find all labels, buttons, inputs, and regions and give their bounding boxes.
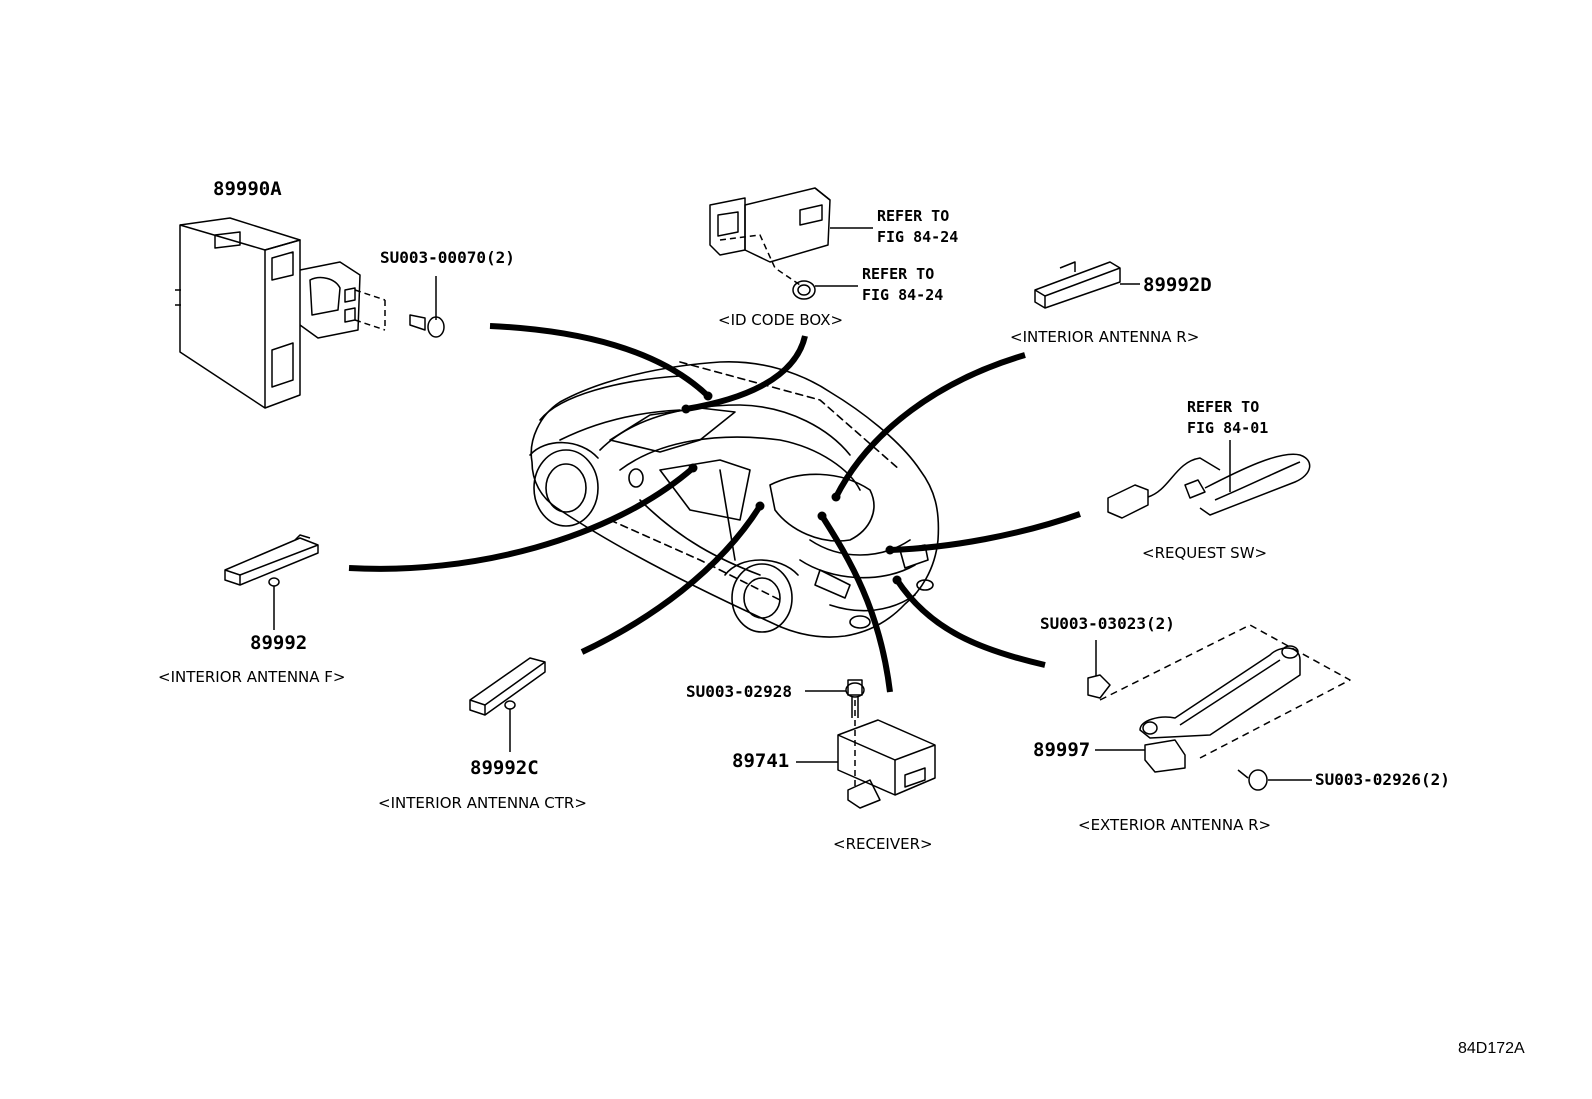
- refer-line-2: FIG 84-24: [877, 228, 959, 246]
- caption-interior-antenna-r: <INTERIOR ANTENNA R>: [1010, 328, 1200, 346]
- exterior-antenna-r-drawing: [1087, 624, 1351, 791]
- part-number-89741: 89741: [732, 750, 790, 772]
- id-code-box-drawing: [709, 187, 873, 300]
- caption-exterior-antenna-r: <EXTERIOR ANTENNA R>: [1078, 816, 1272, 834]
- nut-part-number-exterior-antenna: SU003-03023(2): [1040, 614, 1175, 633]
- receiver-drawing: [796, 679, 936, 809]
- bolt-part-number-ecu: SU003-00070(2): [380, 248, 515, 267]
- interior-antenna-f-drawing: [224, 534, 319, 630]
- bolt-part-number-receiver: SU003-02928: [686, 682, 792, 701]
- caption-interior-antenna-ctr: <INTERIOR ANTENNA CTR>: [378, 794, 587, 812]
- refer-to-fig-id-box-nut: REFER TO FIG 84-24: [862, 264, 943, 306]
- refer-line-1: REFER TO: [877, 207, 950, 225]
- interior-antenna-ctr-drawing: [469, 657, 546, 752]
- screw-part-number-exterior-antenna: SU003-02926(2): [1315, 770, 1450, 789]
- caption-interior-antenna-f: <INTERIOR ANTENNA F>: [158, 668, 346, 686]
- part-number-89997: 89997: [1033, 739, 1091, 761]
- leader-curves: [348, 323, 1081, 693]
- interior-antenna-r-drawing: [1034, 261, 1140, 309]
- caption-id-code-box: <ID CODE BOX>: [718, 311, 844, 329]
- refer-line-2: FIG 84-01: [1187, 419, 1269, 437]
- caption-request-sw: <REQUEST SW>: [1142, 544, 1268, 562]
- refer-line-1: REFER TO: [1187, 398, 1260, 416]
- part-number-89992: 89992: [250, 632, 308, 654]
- refer-to-fig-request-sw: REFER TO FIG 84-01: [1187, 397, 1268, 439]
- refer-line-1: REFER TO: [862, 265, 935, 283]
- part-number-89990a: 89990A: [213, 178, 282, 200]
- ecu-module-drawing: [175, 217, 445, 409]
- request-sw-drawing: [1107, 440, 1311, 519]
- part-number-89992d: 89992D: [1143, 274, 1212, 296]
- refer-line-2: FIG 84-24: [862, 286, 944, 304]
- caption-receiver: <RECEIVER>: [833, 835, 933, 853]
- figure-id: 84D172A: [1458, 1040, 1525, 1057]
- refer-to-fig-id-box: REFER TO FIG 84-24: [877, 206, 958, 248]
- car-illustration: [529, 360, 940, 638]
- part-number-89992c: 89992C: [470, 757, 539, 779]
